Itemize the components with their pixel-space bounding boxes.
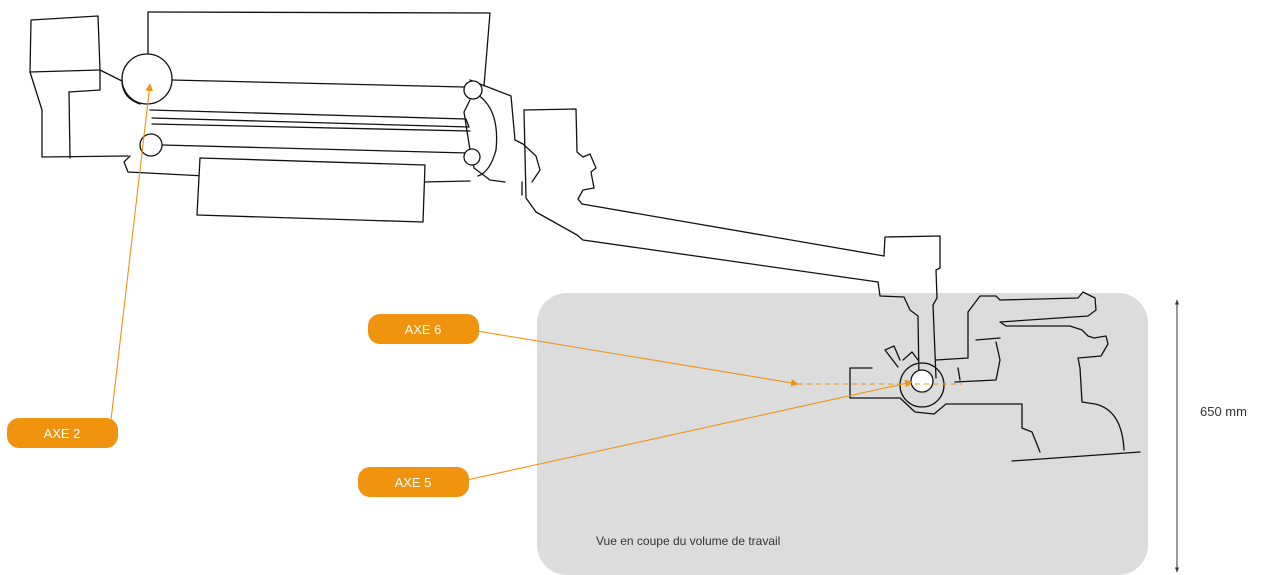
label-axe-6: AXE 6	[368, 314, 479, 344]
robot-forearm	[523, 108, 941, 381]
work-volume-area	[537, 293, 1148, 575]
joint-small-bottom-right	[463, 148, 481, 166]
leader-axe-5	[466, 379, 913, 481]
joint-axe-2	[121, 53, 173, 105]
joint-small-top-right	[463, 80, 483, 100]
work-volume-caption: Vue en coupe du volume de travail	[596, 534, 780, 548]
label-axe-2: AXE 2	[7, 418, 118, 448]
label-axe-5-text: AXE 5	[395, 475, 432, 490]
robot-base	[29, 11, 541, 223]
label-axe-5: AXE 5	[358, 467, 469, 497]
leader-axe-6	[476, 330, 962, 387]
joint-small-left	[139, 133, 163, 157]
height-dimension: 650 mm	[1175, 299, 1247, 573]
leader-axe-2	[110, 83, 154, 421]
robot-wrist	[849, 291, 1141, 462]
height-dimension-label: 650 mm	[1200, 404, 1247, 419]
label-axe-2-text: AXE 2	[44, 426, 81, 441]
joint-axe-5	[910, 369, 934, 393]
label-axe-6-text: AXE 6	[405, 322, 442, 337]
